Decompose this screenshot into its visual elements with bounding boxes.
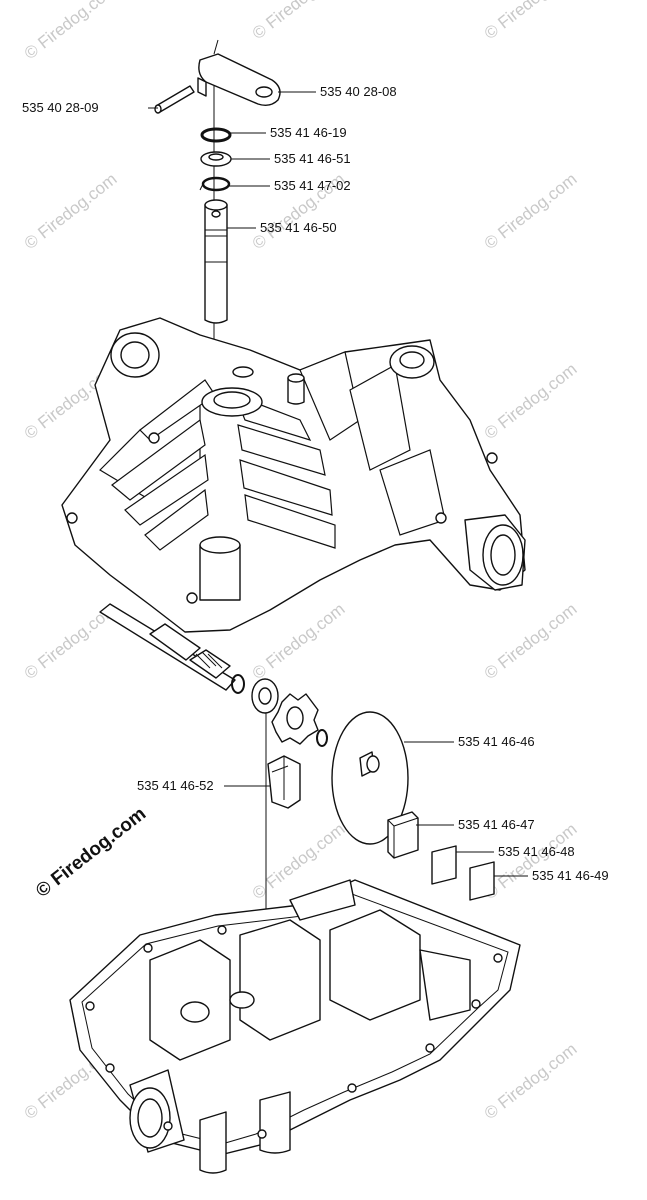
label-535-40-28-08: 535 40 28-08 xyxy=(320,84,397,99)
label-535-41-46-49: 535 41 46-49 xyxy=(532,868,609,883)
watermark-17: © Firedog.com xyxy=(481,1039,581,1123)
label-535-41-46-51: 535 41 46-51 xyxy=(274,151,351,166)
label-535-41-46-46: 535 41 46-46 xyxy=(458,734,535,749)
leader-lines xyxy=(148,91,528,877)
label-535-40-28-09: 535 40 28-09 xyxy=(22,100,99,115)
watermark-2: © Firedog.com xyxy=(249,0,349,43)
label-535-41-46-52: 535 41 46-52 xyxy=(137,778,214,793)
control-arm-part[interactable] xyxy=(197,39,281,107)
bearing-part xyxy=(251,678,279,714)
part-labels: 535 40 28-09 535 40 28-08 535 41 46-19 5… xyxy=(22,84,609,883)
label-535-41-46-50: 535 41 46-50 xyxy=(260,220,337,235)
shaft-clip-part xyxy=(231,674,245,694)
shim-plate-1-part[interactable] xyxy=(431,845,457,885)
watermark-6: © Firedog.com xyxy=(481,169,581,253)
watermark-1: © Firedog.com xyxy=(21,0,121,63)
label-535-41-47-02: 535 41 47-02 xyxy=(274,178,351,193)
input-shaft-part xyxy=(99,603,236,691)
control-shaft-part[interactable] xyxy=(204,199,228,324)
disc-clip-part xyxy=(316,729,328,747)
watermark-9: © Firedog.com xyxy=(481,359,581,443)
upper-housing xyxy=(61,317,526,633)
brake-caliper-part[interactable] xyxy=(267,755,301,809)
watermark-4: © Firedog.com xyxy=(21,169,121,253)
label-535-41-46-19: 535 41 46-19 xyxy=(270,125,347,140)
label-535-41-46-47: 535 41 46-47 xyxy=(458,817,535,832)
lower-housing xyxy=(69,879,521,1174)
seal-washer-part[interactable] xyxy=(200,151,232,167)
brake-pad-part[interactable] xyxy=(387,811,419,859)
shim-plate-2-part[interactable] xyxy=(469,861,495,901)
pinion-gear-part xyxy=(271,693,319,745)
label-535-41-46-48: 535 41 46-48 xyxy=(498,844,575,859)
watermark-3: © Firedog.com xyxy=(481,0,581,43)
brake-disc-part[interactable] xyxy=(331,711,409,845)
roll-pin-part[interactable] xyxy=(154,85,195,114)
retaining-ring-part[interactable] xyxy=(199,176,231,192)
watermark-prominent: © Firedog.com xyxy=(32,803,150,902)
watermark-12: © Firedog.com xyxy=(481,599,581,683)
o-ring-part[interactable] xyxy=(200,127,232,143)
